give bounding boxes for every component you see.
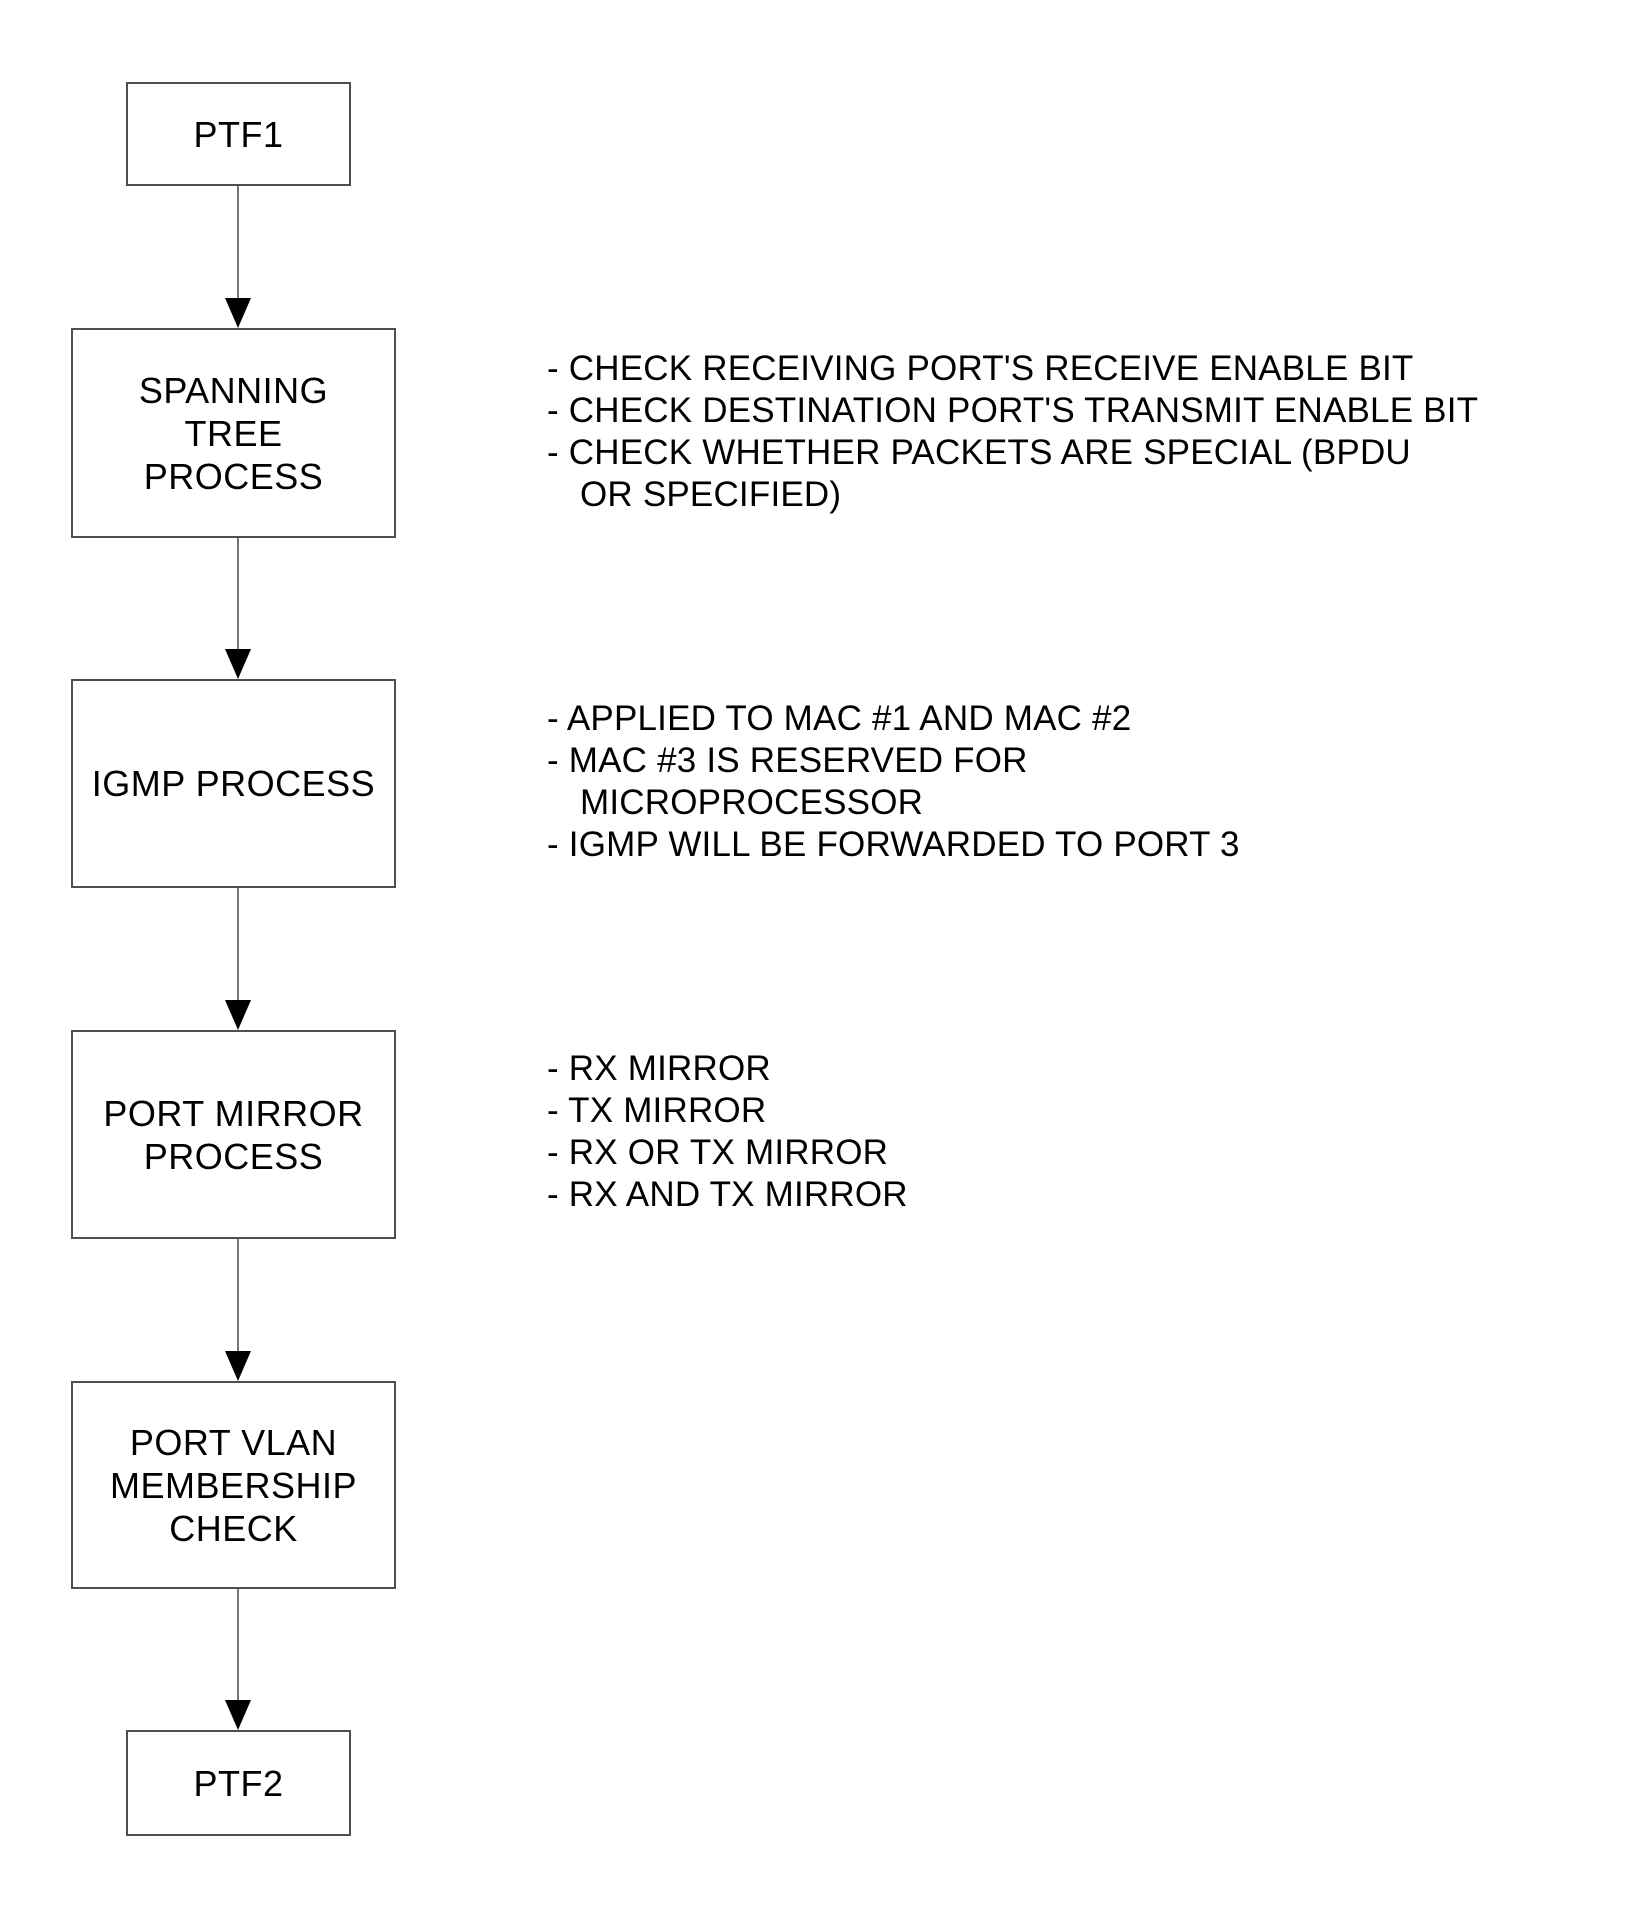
connector-igmp-to-port-mirror — [237, 888, 239, 1000]
connector-spanning-tree-to-igmp — [237, 538, 239, 649]
node-label-ptf1: PTF1 — [193, 113, 284, 155]
arrowhead-icon — [225, 1000, 251, 1030]
arrowhead-icon — [225, 649, 251, 679]
annotation-spanning-tree-process: - CHECK RECEIVING PORT'S RECEIVE ENABLE … — [547, 348, 1478, 516]
flow-node-port-vlan-membership-check: PORT VLAN MEMBERSHIP CHECK — [71, 1381, 396, 1589]
connector-port-mirror-to-port-vlan — [237, 1239, 239, 1351]
flow-node-igmp-process: IGMP PROCESS — [71, 679, 396, 888]
annotation-line: - CHECK DESTINATION PORT'S TRANSMIT ENAB… — [547, 391, 1479, 430]
annotation-line-continuation: OR SPECIFIED) — [580, 475, 842, 514]
annotation-igmp-process: - APPLIED TO MAC #1 AND MAC #2 - MAC #3 … — [547, 698, 1240, 866]
annotation-line: - RX MIRROR — [547, 1049, 771, 1088]
flow-node-spanning-tree-process: SPANNING TREE PROCESS — [71, 328, 396, 538]
annotation-line: - CHECK WHETHER PACKETS ARE SPECIAL (BPD… — [547, 433, 1411, 472]
annotation-line-continuation: MICROPROCESSOR — [580, 783, 924, 822]
connector-port-vlan-to-ptf2 — [237, 1589, 239, 1700]
annotation-line: - APPLIED TO MAC #1 AND MAC #2 — [547, 699, 1132, 738]
arrowhead-icon — [225, 1351, 251, 1381]
annotation-line: - RX AND TX MIRROR — [547, 1175, 908, 1214]
arrowhead-icon — [225, 1700, 251, 1730]
annotation-line: - TX MIRROR — [547, 1091, 767, 1130]
node-label-igmp-process: IGMP PROCESS — [91, 763, 376, 804]
annotation-line: - CHECK RECEIVING PORT'S RECEIVE ENABLE … — [547, 349, 1414, 388]
node-label-ptf2: PTF2 — [193, 1762, 284, 1804]
annotation-line: - IGMP WILL BE FORWARDED TO PORT 3 — [547, 825, 1240, 864]
flow-node-ptf2: PTF2 — [126, 1730, 351, 1836]
connector-ptf1-to-spanning-tree — [237, 186, 239, 298]
node-label-spanning-tree-process: SPANNING TREE PROCESS — [138, 369, 329, 497]
annotation-line: - RX OR TX MIRROR — [547, 1133, 889, 1172]
flow-node-port-mirror-process: PORT MIRROR PROCESS — [71, 1030, 396, 1239]
node-label-port-vlan-membership-check: PORT VLAN MEMBERSHIP CHECK — [109, 1421, 358, 1549]
flow-node-ptf1: PTF1 — [126, 82, 351, 186]
annotation-port-mirror-process: - RX MIRROR - TX MIRROR - RX OR TX MIRRO… — [547, 1048, 908, 1216]
node-label-port-mirror-process: PORT MIRROR PROCESS — [103, 1092, 364, 1177]
arrowhead-icon — [225, 298, 251, 328]
annotation-line: - MAC #3 IS RESERVED FOR — [547, 741, 1028, 780]
